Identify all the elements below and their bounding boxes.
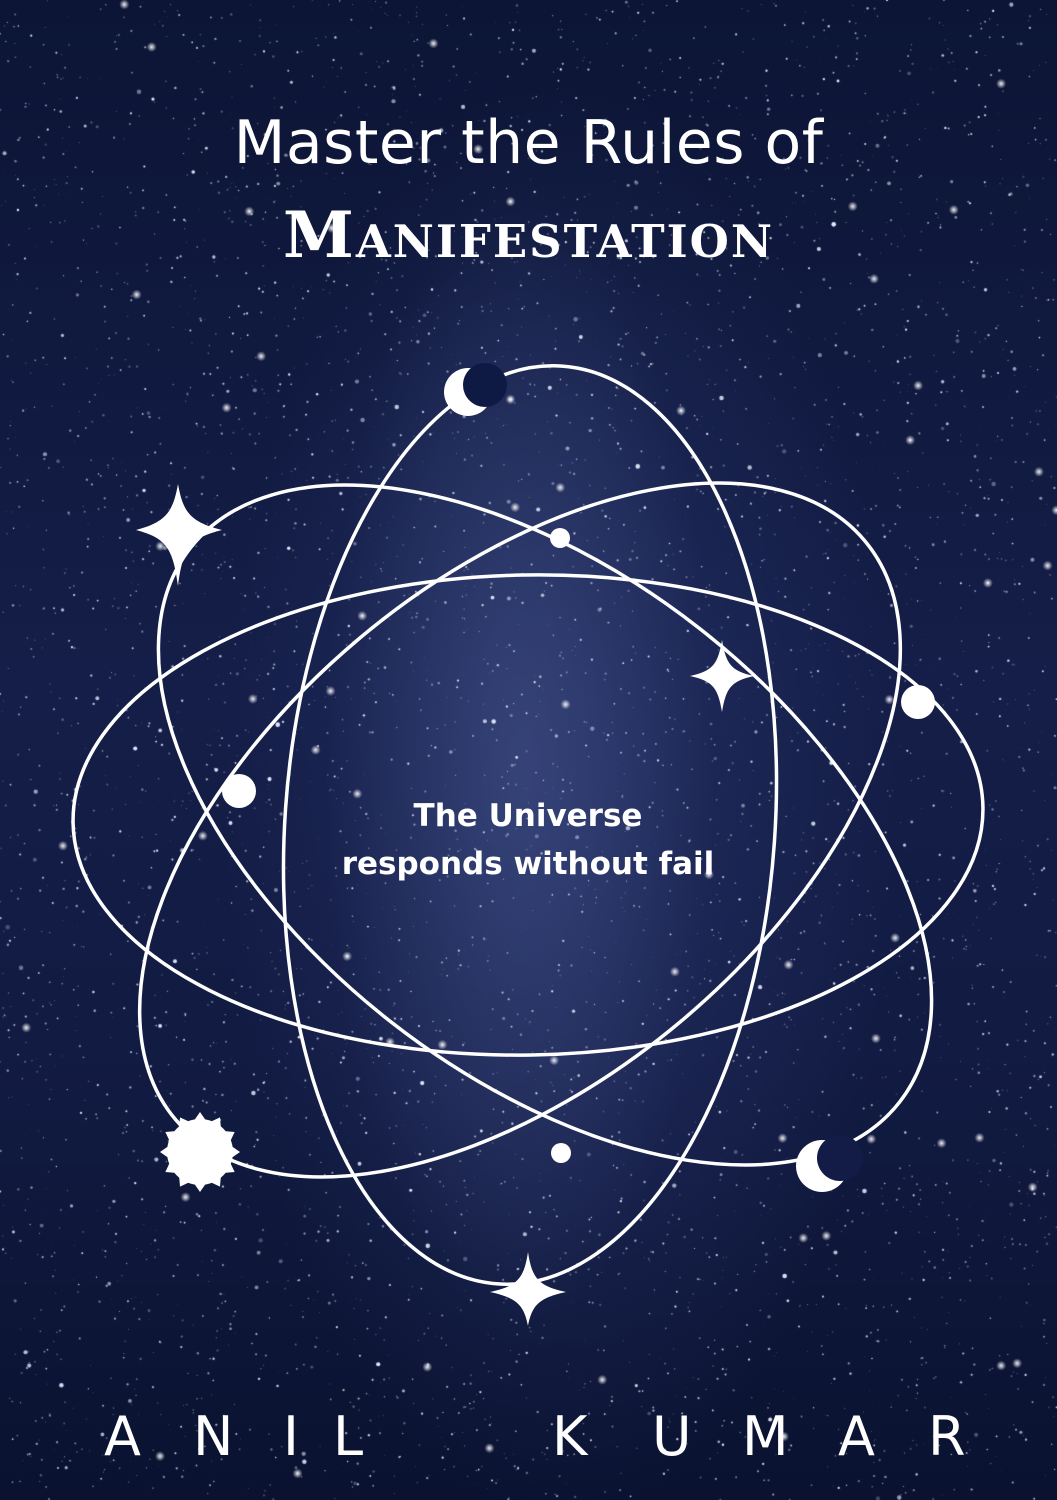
tagline-line-1: The Universe <box>413 798 643 834</box>
crescent-moon-icon <box>796 1135 863 1192</box>
four-point-star-icon <box>690 640 754 712</box>
crescent-moon-icon <box>444 363 507 416</box>
title-line-2: Manifestation <box>282 198 775 273</box>
four-point-star-icon <box>490 1252 566 1326</box>
sun-icon <box>160 1112 240 1192</box>
tagline: The Universe responds without fail <box>278 792 778 888</box>
title-line-1: Master the Rules of <box>233 108 824 178</box>
orbit-vertical <box>281 364 779 1286</box>
planet-dot-icon <box>550 528 570 548</box>
planet-dot-icon <box>222 774 256 808</box>
orbit-diagonal-b <box>137 481 903 1179</box>
planet-dot-icon <box>901 685 935 719</box>
orbit-diagonal-a <box>156 483 934 1167</box>
tagline-line-2: responds without fail <box>341 846 715 882</box>
orbit-horizontal <box>71 573 985 1057</box>
four-point-star-icon <box>136 484 222 586</box>
planet-dot-icon <box>551 1143 571 1163</box>
